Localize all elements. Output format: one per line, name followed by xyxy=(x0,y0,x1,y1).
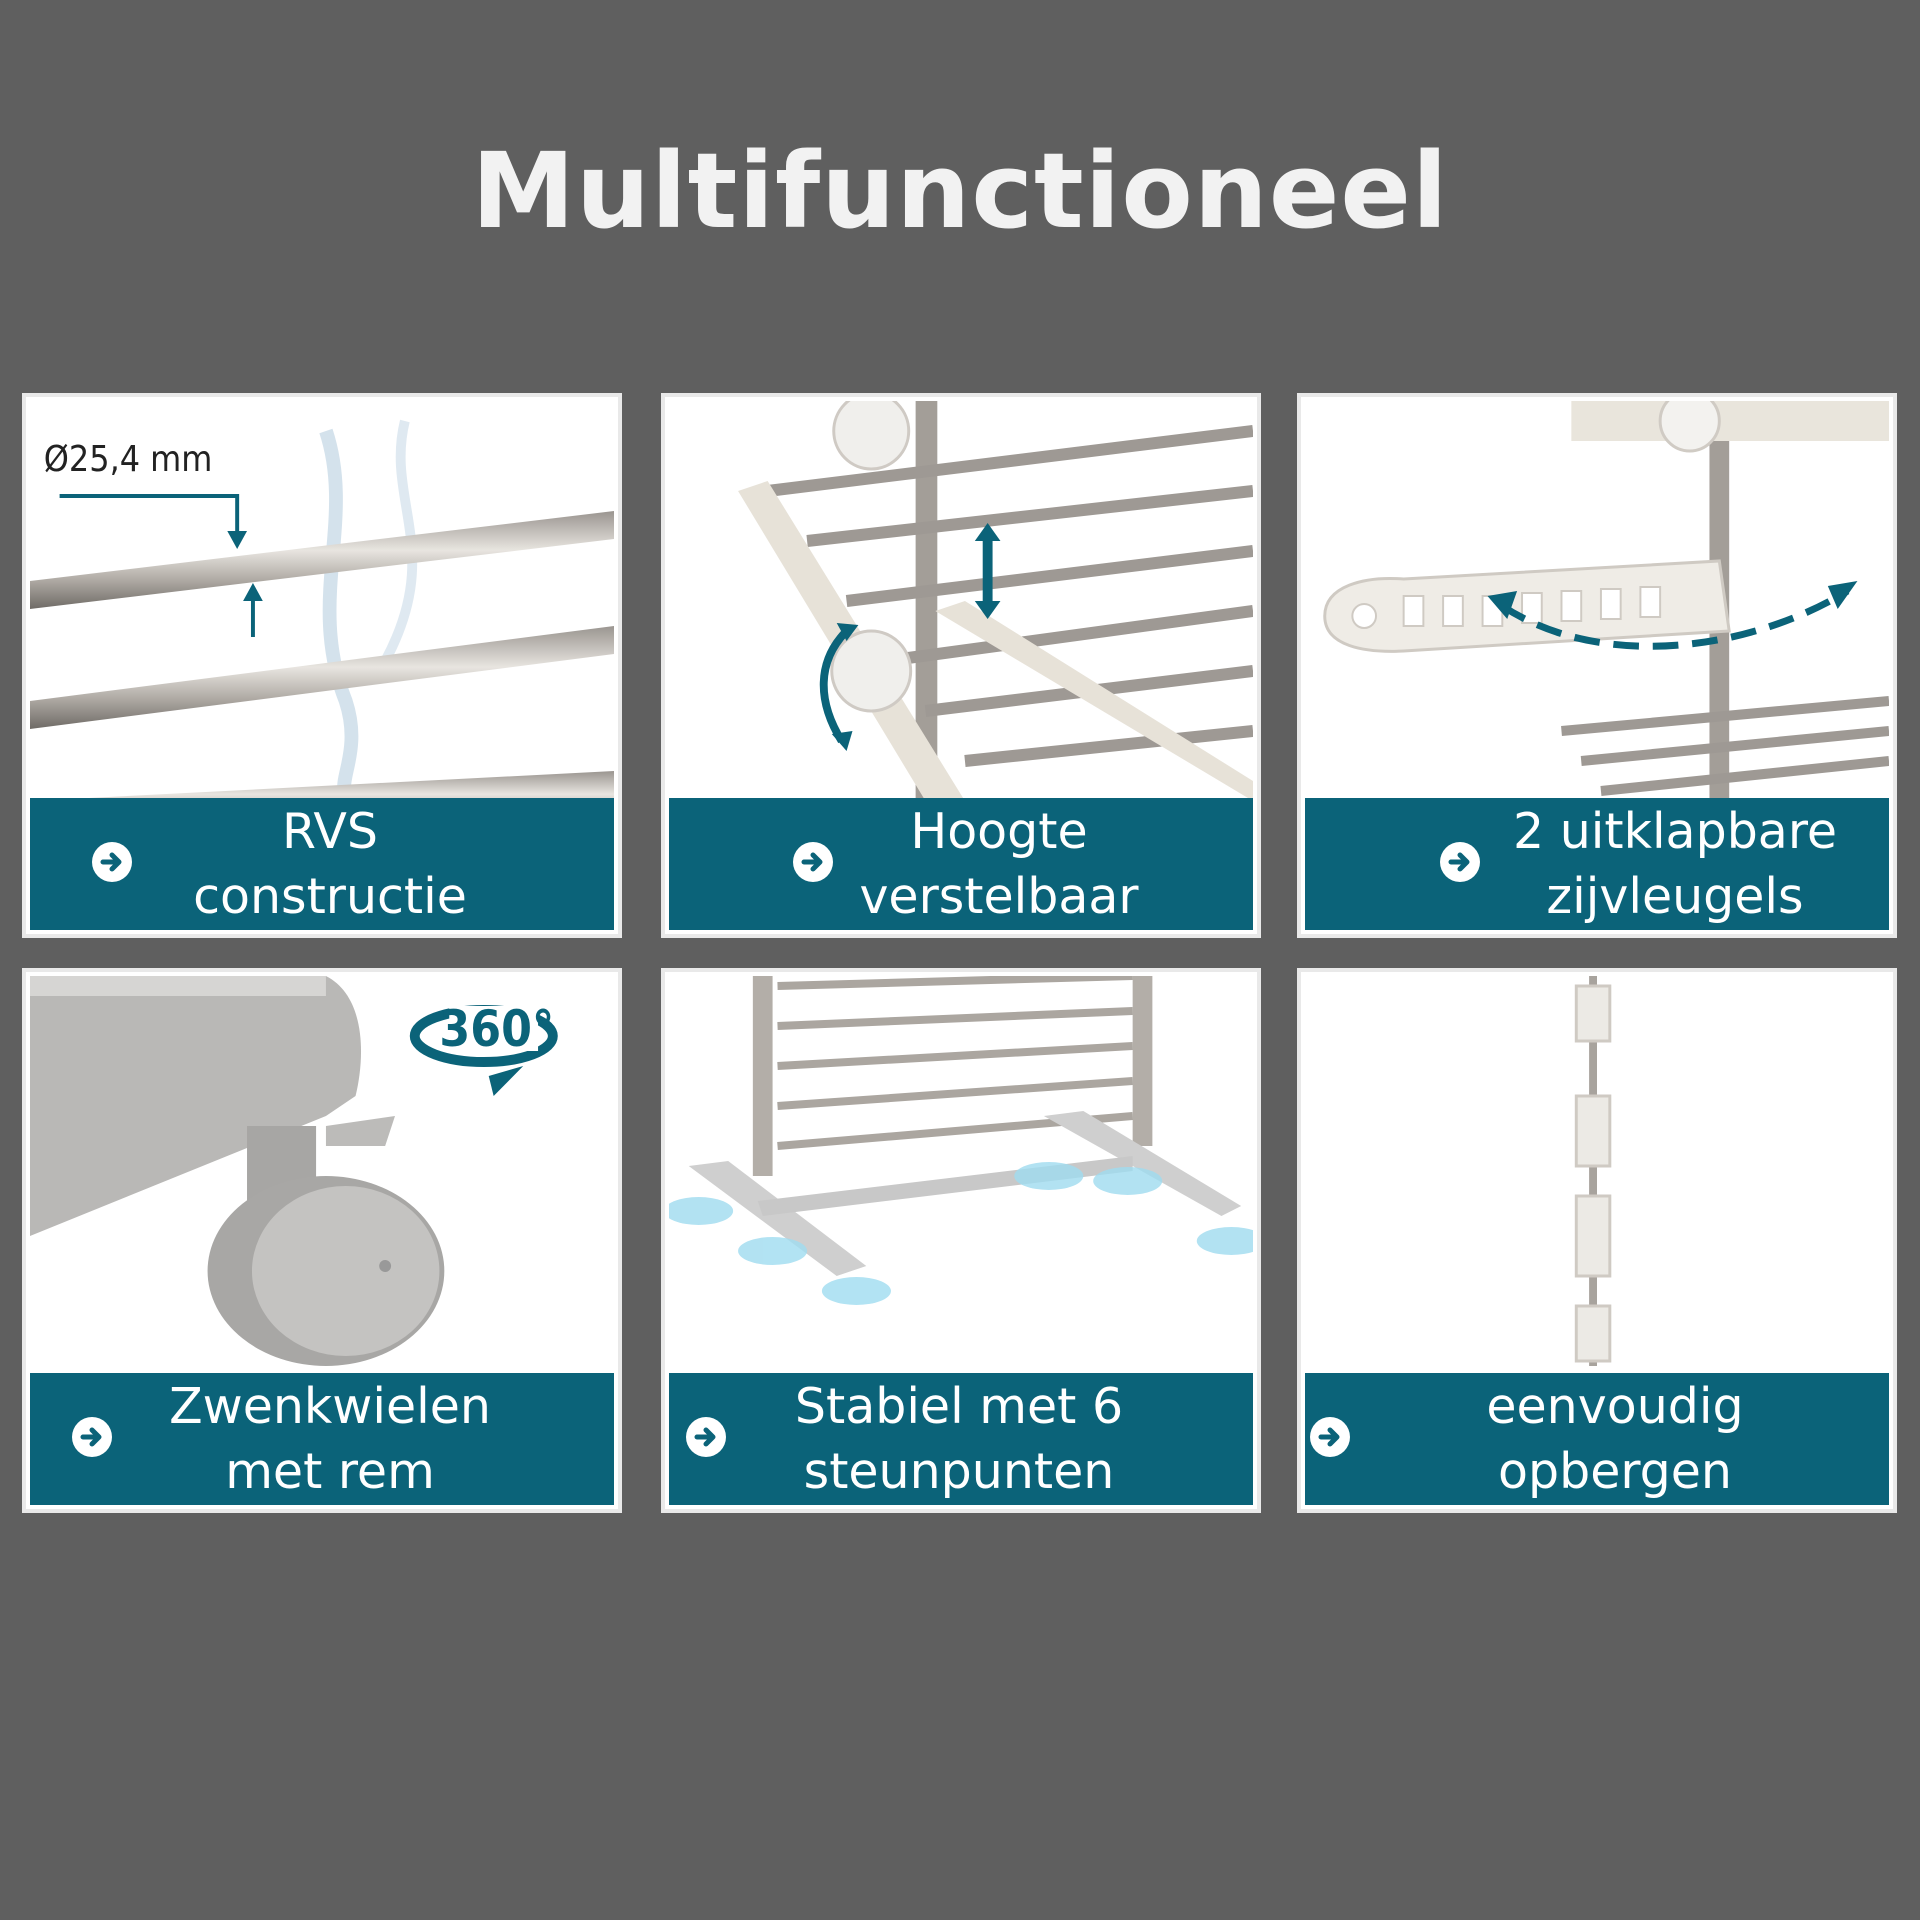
arrow-right-circle-icon xyxy=(1440,842,1480,882)
arrow-right-circle-icon xyxy=(92,842,132,882)
rotation-label: 360° xyxy=(439,1000,554,1058)
arrow-right-circle-icon xyxy=(1310,1417,1350,1457)
arrow-right-circle-icon xyxy=(72,1417,112,1457)
stand-base-image xyxy=(669,976,1253,1376)
stainless-steel-rods-image: Ø25,4 mm xyxy=(30,401,614,801)
swivel-wheel-image: 360° xyxy=(30,976,614,1376)
height-adjustment-image xyxy=(669,401,1253,801)
foldable-side-wing-image xyxy=(1305,401,1889,801)
diameter-label: Ø25,4 mm xyxy=(44,439,213,480)
arrow-right-circle-icon xyxy=(686,1417,726,1457)
folded-rack-image xyxy=(1305,976,1889,1376)
page-title: Multifunctioneel xyxy=(471,130,1449,252)
arrow-right-circle-icon xyxy=(793,842,833,882)
